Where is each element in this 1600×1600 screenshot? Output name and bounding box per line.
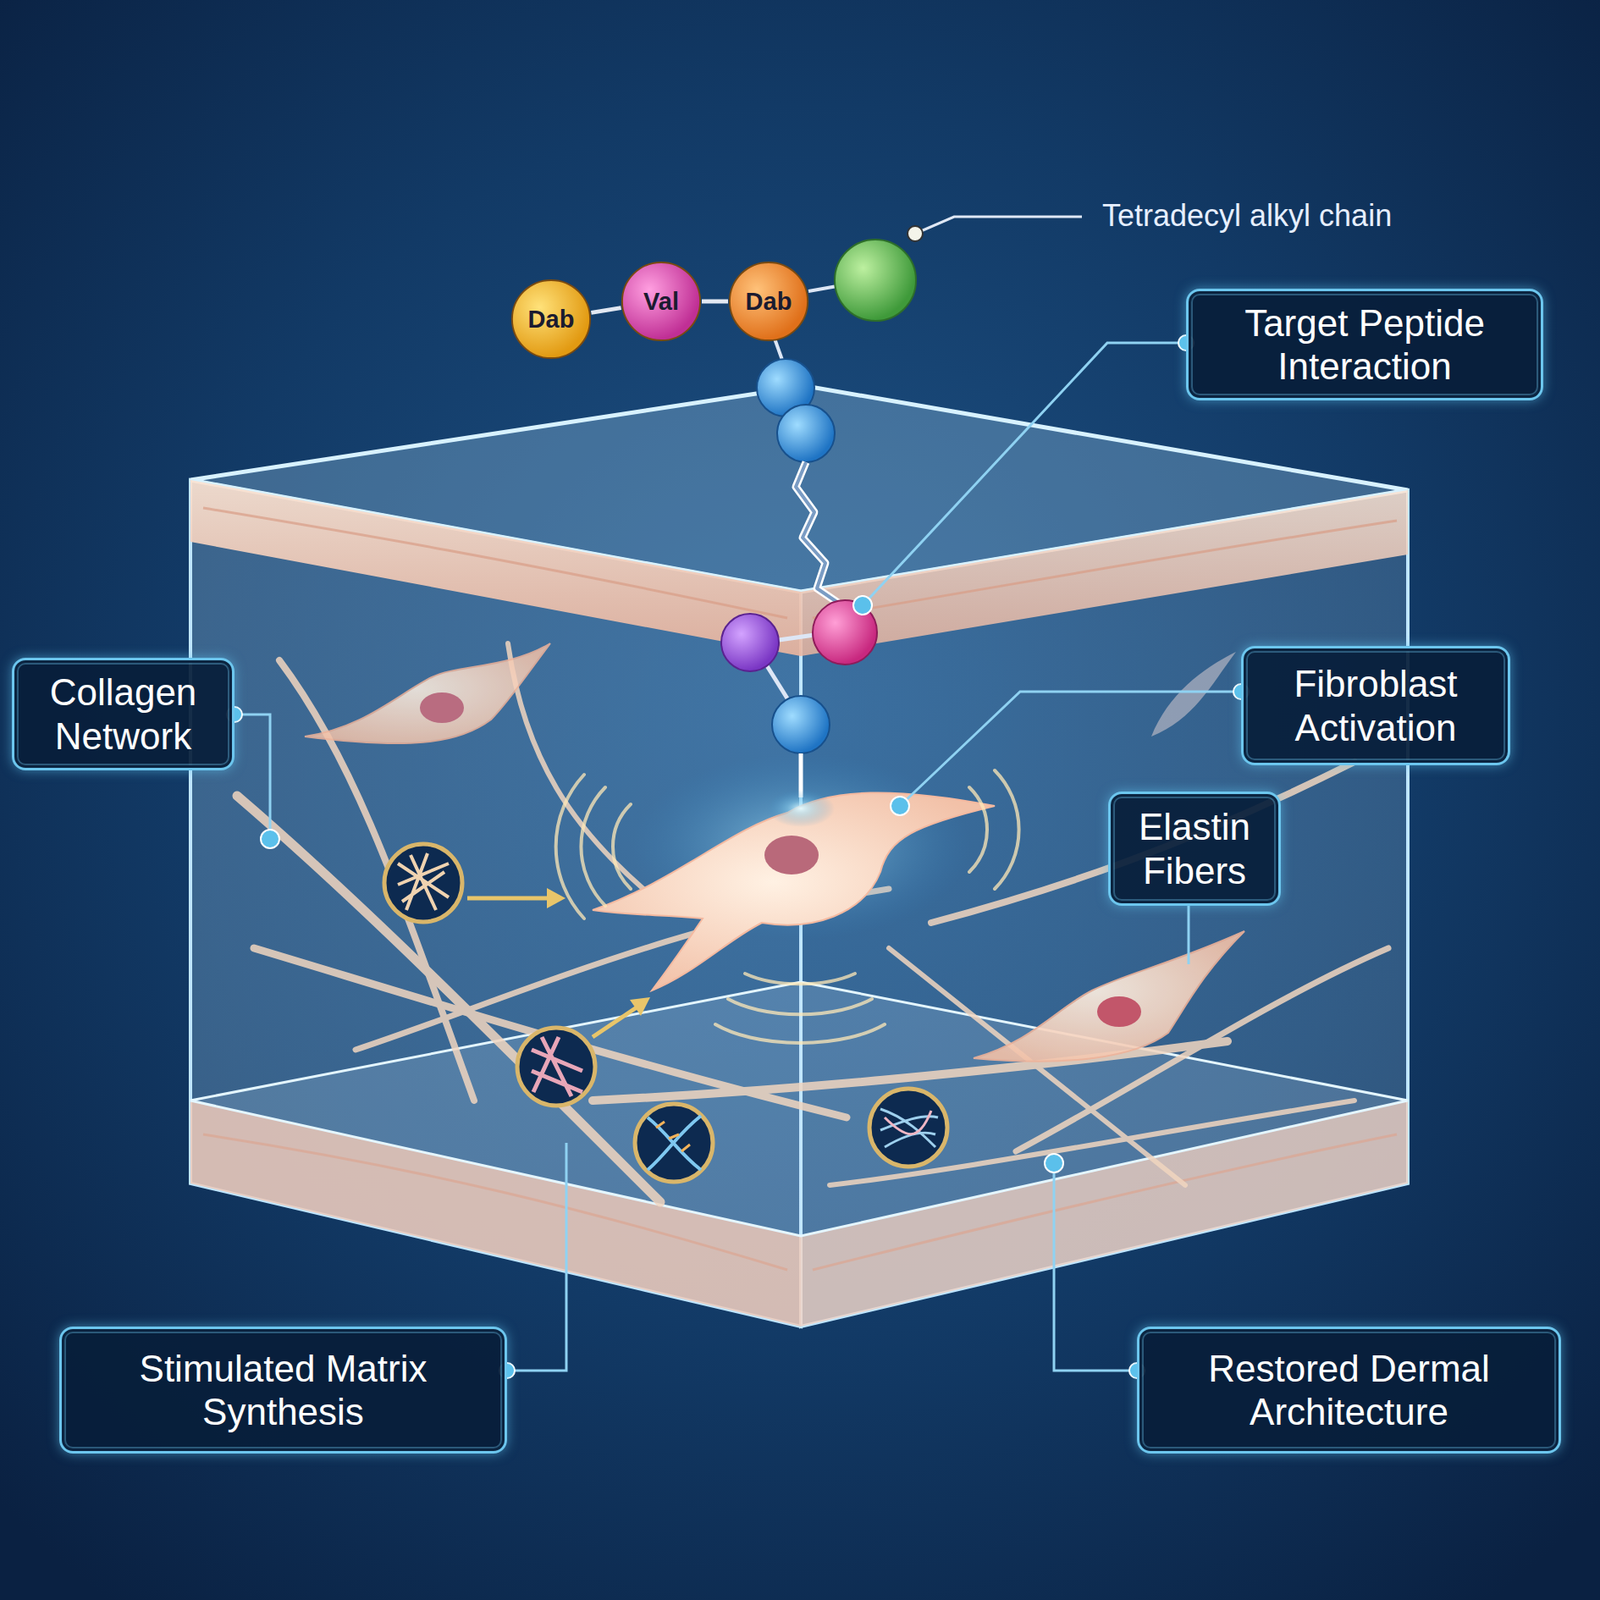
signal-arcs-part bbox=[715, 1024, 885, 1043]
text-stack: Elastin Fibers bbox=[1122, 805, 1267, 893]
peptide-chain bbox=[721, 239, 916, 828]
callout-text: Stimulated Matrix Synthesis bbox=[73, 1346, 493, 1435]
residue-circle: Dab bbox=[510, 278, 592, 360]
callout-box: Fibroblast Activation bbox=[1241, 645, 1511, 766]
callout-box: Target Peptide Interaction bbox=[1186, 288, 1544, 401]
circle-fill bbox=[729, 262, 808, 341]
zoom-insets-part bbox=[592, 1007, 637, 1038]
leader-dots-part bbox=[907, 226, 923, 242]
fibers bbox=[237, 643, 1389, 1203]
leader-lines-part bbox=[899, 691, 1242, 806]
text-stack: Dab bbox=[528, 305, 575, 334]
zoom-insets-part bbox=[656, 1121, 690, 1152]
text-stack: Fibroblast Activation bbox=[1255, 662, 1496, 750]
peptide-chain-part bbox=[772, 695, 830, 754]
callout-text: Fibroblast Activation bbox=[1255, 662, 1496, 750]
text-stack: Restored Dermal Architecture bbox=[1151, 1346, 1547, 1435]
signal-arcs-part bbox=[728, 998, 872, 1015]
bond-line bbox=[590, 308, 621, 314]
peptide-chain-part bbox=[834, 239, 916, 321]
leader-dots bbox=[226, 226, 1249, 1379]
zoom-insets-part bbox=[517, 1027, 596, 1106]
peptide-chain-part bbox=[766, 789, 835, 828]
peptide-chain-part bbox=[721, 613, 779, 672]
residue-label: Val bbox=[643, 287, 679, 316]
zoom-insets-part bbox=[884, 1110, 932, 1135]
text-stack: Val bbox=[643, 287, 679, 316]
bond-stroke bbox=[590, 308, 621, 314]
leader-lines-part bbox=[915, 216, 1082, 234]
callout-box: Elastin Fibers bbox=[1108, 791, 1281, 906]
residue-label: Dab bbox=[745, 287, 793, 316]
zoom-insets-part bbox=[397, 853, 449, 911]
zoom-insets-part bbox=[880, 1108, 938, 1148]
callout-text: Target Peptide Interaction bbox=[1200, 301, 1529, 389]
skin-block bbox=[190, 386, 1408, 1327]
text-stack: Dab bbox=[745, 287, 793, 316]
callout-text: Collagen Network bbox=[26, 670, 221, 758]
fibroblast-cells-part bbox=[764, 835, 819, 875]
skin-block-part bbox=[203, 507, 1397, 618]
signal-arcs-part bbox=[612, 804, 631, 889]
fibroblast-cells-part bbox=[1097, 996, 1142, 1027]
peptide-chain-part bbox=[795, 462, 839, 603]
callout-box: Collagen Network bbox=[11, 657, 235, 771]
text-stack: Target Peptide Interaction bbox=[1200, 301, 1529, 389]
fibroblast-cells-part bbox=[304, 643, 551, 744]
leader-lines-part bbox=[1053, 1163, 1137, 1371]
signal-arcs-part bbox=[744, 973, 856, 984]
peptide-chain-part bbox=[795, 462, 839, 603]
signal-arcs-part bbox=[994, 770, 1020, 889]
zoom-insets bbox=[384, 844, 948, 1182]
signal-arcs-part bbox=[969, 787, 988, 872]
residue-circle: Dab bbox=[728, 260, 810, 343]
zoom-insets-part bbox=[634, 1103, 713, 1182]
leader-dots-part bbox=[260, 829, 280, 849]
fibers-part bbox=[507, 643, 644, 889]
fibroblast-cells-part bbox=[1151, 651, 1236, 737]
fibers-part bbox=[237, 795, 661, 1203]
fibers-part bbox=[931, 761, 1355, 923]
zoom-insets-part bbox=[869, 1088, 948, 1167]
zoom-insets-part bbox=[546, 888, 566, 909]
fibroblast-cells-part bbox=[419, 692, 464, 723]
leader-lines-part bbox=[1187, 905, 1191, 965]
zoom-insets-part bbox=[384, 844, 463, 922]
text-stack: Collagen Network bbox=[26, 670, 221, 758]
leader-dots-part bbox=[1044, 1153, 1064, 1173]
fibroblast-cells-part bbox=[973, 931, 1245, 1062]
zoom-insets-part bbox=[647, 1115, 701, 1170]
leader-lines-part bbox=[234, 714, 271, 839]
bond-stroke bbox=[701, 299, 729, 304]
leader-dots-part bbox=[853, 595, 872, 615]
skin-block-part bbox=[190, 480, 801, 657]
callout-box: Stimulated Matrix Synthesis bbox=[59, 1326, 508, 1454]
circle-fill bbox=[622, 262, 701, 341]
callout-box: Restored Dermal Architecture bbox=[1136, 1326, 1562, 1454]
leader-dots-part bbox=[890, 796, 910, 816]
peptide-chain-part bbox=[766, 664, 788, 699]
peptide-chain-part bbox=[778, 634, 815, 640]
fibroblast-cells bbox=[304, 643, 1245, 1062]
zoom-insets-part bbox=[467, 896, 551, 901]
zoom-insets-part bbox=[629, 997, 651, 1016]
residue-circle: Val bbox=[620, 260, 702, 343]
signal-arcs-part bbox=[580, 787, 606, 906]
residue-label: Dab bbox=[528, 305, 575, 334]
callout-text: Restored Dermal Architecture bbox=[1151, 1346, 1547, 1435]
part-label: Tetradecyl alkyl chain bbox=[1102, 198, 1392, 234]
bond-line bbox=[701, 301, 729, 303]
signal-arcs bbox=[556, 770, 1020, 1043]
leader-lines-part bbox=[862, 342, 1187, 606]
callout-text: Elastin Fibers bbox=[1122, 805, 1267, 893]
zoom-insets-part bbox=[531, 1037, 583, 1097]
circle-fill bbox=[512, 280, 591, 359]
leader-lines-part bbox=[507, 1142, 567, 1371]
leader-lines bbox=[234, 216, 1242, 1371]
text-stack: Stimulated Matrix Synthesis bbox=[73, 1346, 493, 1435]
peptide-chain-part bbox=[777, 404, 835, 463]
